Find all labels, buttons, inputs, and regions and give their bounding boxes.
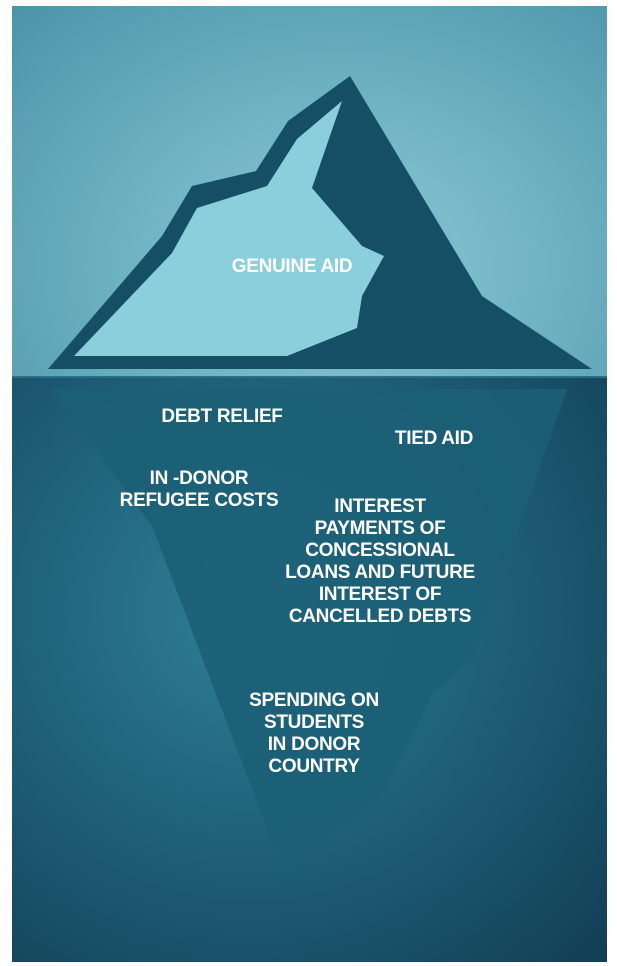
interest-line-4: LOANS AND FUTURE [285,562,475,583]
refugee-costs-line-2: REFUGEE COSTS [119,490,279,511]
students-line-4: COUNTRY [268,756,360,777]
interest-line-2: PAYMENTS OF [314,518,446,539]
iceberg-tip-light [74,101,384,356]
genuine-aid-text: GENUINE AID [231,256,353,277]
students-line-3: IN DONOR [267,734,361,755]
students-line-2: STUDENTS [264,712,364,733]
interest-line-6: CANCELLED DEBTS [288,606,472,627]
interest-line-1: INTEREST [334,496,426,517]
label-genuine-aid: GENUINE AID [212,256,372,278]
label-refugee-costs: IN -DONOR REFUGEE COSTS [110,468,288,512]
label-debt-relief: DEBT RELIEF [147,406,297,428]
interest-line-5: INTEREST OF [318,584,442,605]
students-line-1: SPENDING ON [249,690,379,711]
interest-line-3: CONCESSIONAL [305,540,455,561]
tied-aid-text: TIED AID [394,428,474,449]
label-tied-aid: TIED AID [374,428,494,450]
iceberg-graphic [12,76,607,873]
label-students-spending: SPENDING ON STUDENTS IN DONOR COUNTRY [234,690,394,778]
refugee-costs-line-1: IN -DONOR [149,468,249,489]
iceberg-diagram: GENUINE AID DEBT RELIEF TIED AID IN -DON… [12,6,607,962]
iceberg-underwater [50,389,567,873]
debt-relief-text: DEBT RELIEF [161,406,283,427]
label-interest-payments: INTEREST PAYMENTS OF CONCESSIONAL LOANS … [270,496,490,628]
